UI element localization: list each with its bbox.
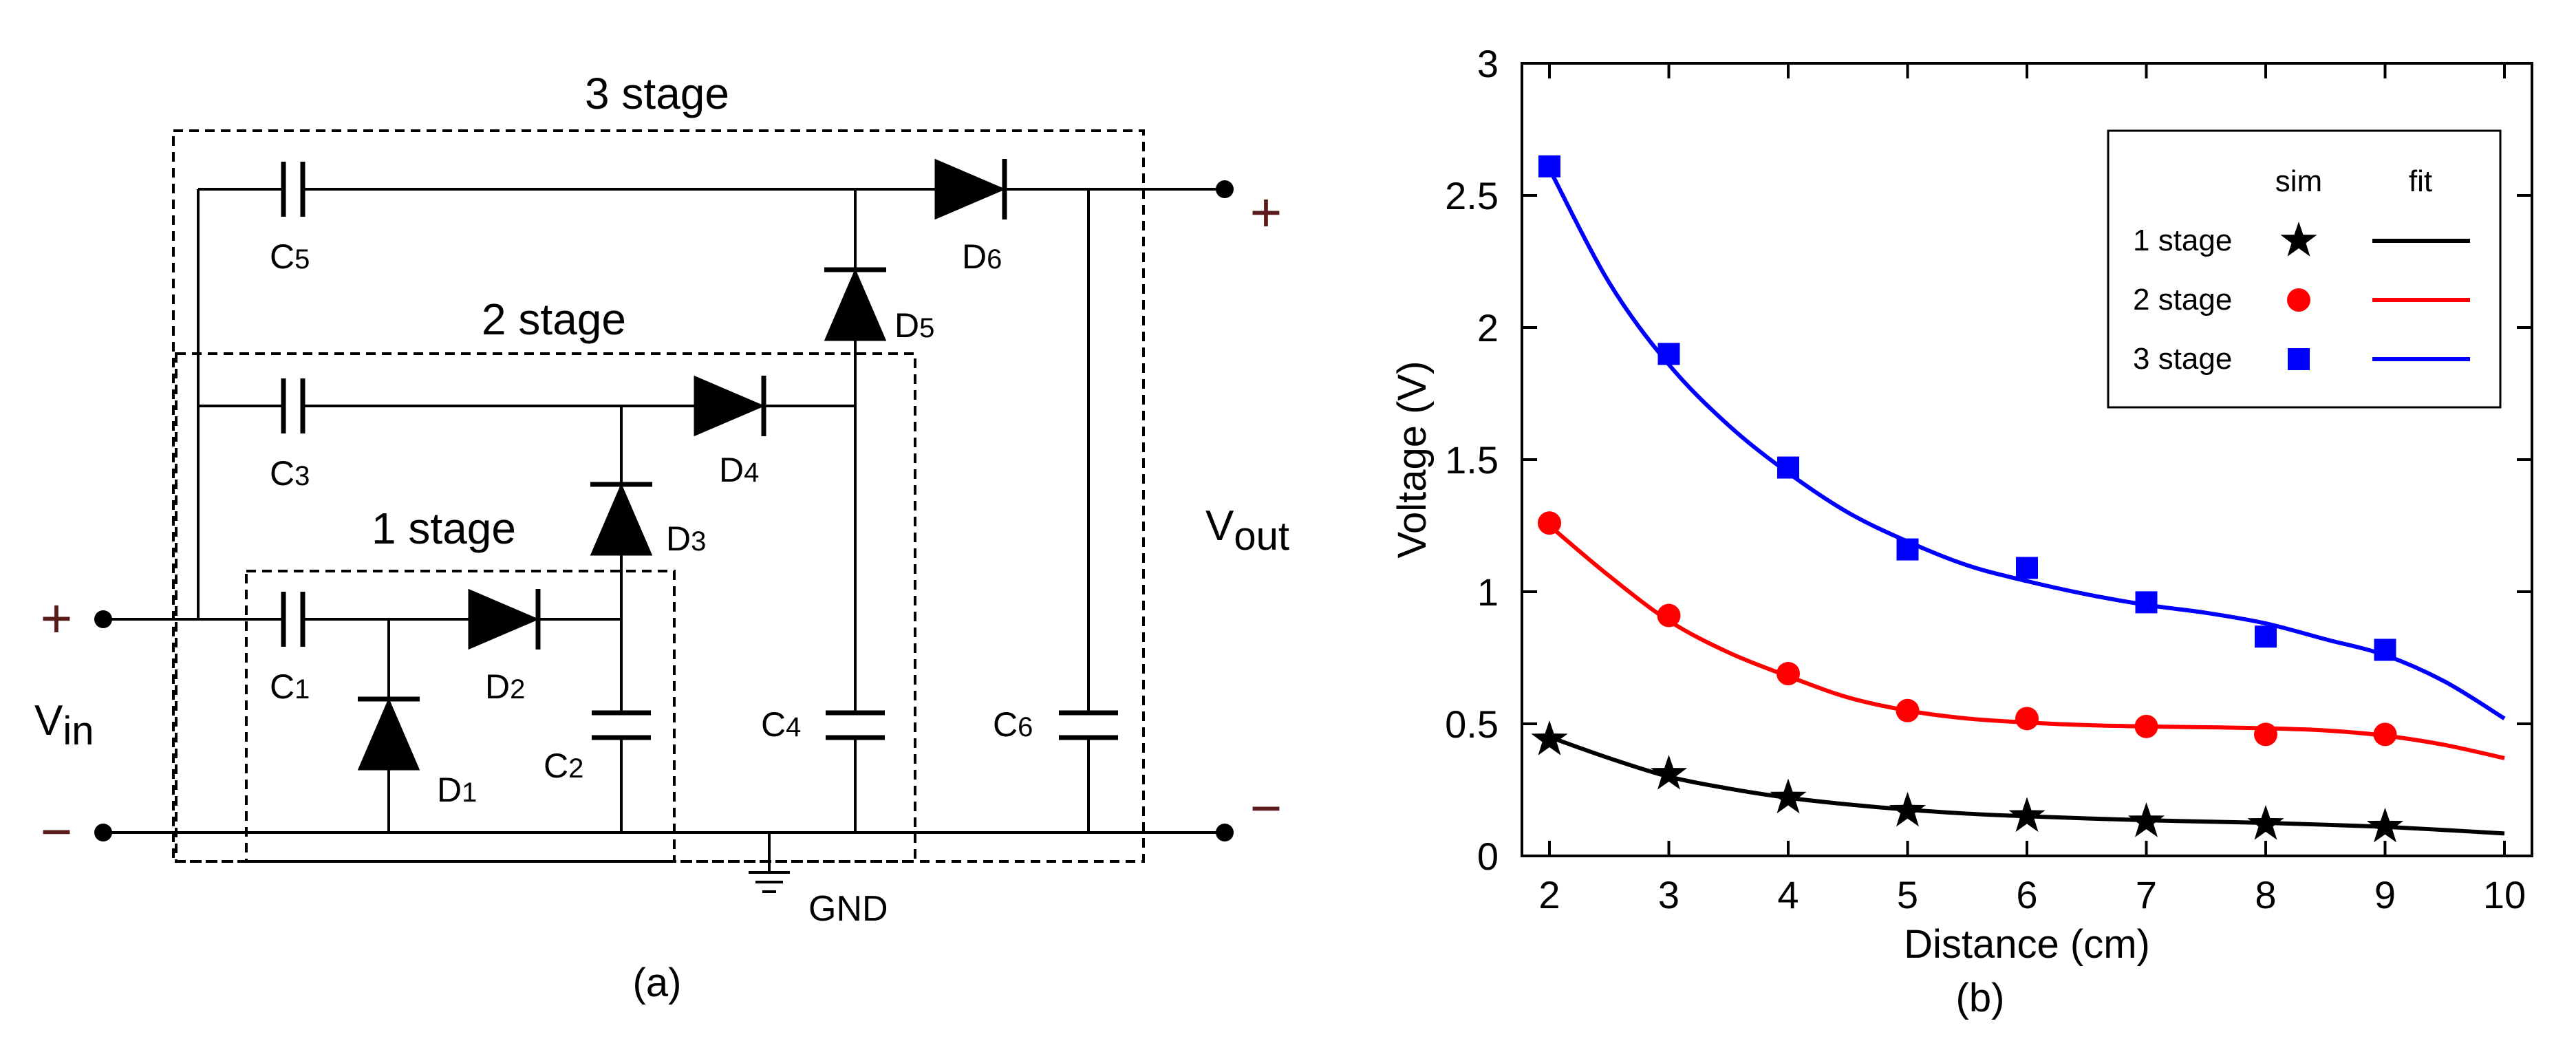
y-tick-labels: 0 0.5 1 1.5 2 2.5 3 [1445, 42, 1499, 878]
chart-caption: (b) [1956, 976, 2005, 1020]
stage-2-label: 2 stage [482, 294, 626, 344]
sim-point-2-stage [2254, 722, 2277, 747]
sim-point-3-stage [2255, 625, 2277, 648]
x-tick-label: 8 [2255, 873, 2276, 916]
vout-minus-sign: − [1250, 777, 1282, 839]
d3-label: D3 [666, 519, 706, 558]
sim-markers [1531, 155, 2404, 843]
chart: 2 3 4 5 6 7 8 9 10 0 0.5 1 1.5 2 2.5 3 Distance (cm) V… [1390, 42, 2533, 1020]
sim-point-1-stage [1650, 755, 1688, 790]
sim-point-2-stage [2373, 722, 2397, 747]
legend-marker-3-stage [2288, 348, 2310, 370]
sim-point-3-stage [1896, 538, 1919, 561]
sim-point-3-stage [2016, 557, 2038, 579]
sim-point-3-stage [2374, 638, 2396, 661]
x-tick-label: 7 [2136, 873, 2157, 916]
sim-point-2-stage [1538, 511, 1561, 535]
d1-label: D1 [437, 771, 477, 809]
stage-2-box [175, 352, 916, 863]
sim-point-3-stage [1538, 155, 1560, 178]
sim-point-1-stage [1770, 778, 1807, 814]
legend-marker-2-stage [2287, 288, 2310, 312]
vin-minus-node [94, 824, 112, 841]
y-tick-label: 3 [1477, 42, 1499, 85]
axis-ticks [1522, 62, 2532, 857]
sim-point-3-stage [1657, 343, 1680, 365]
d2-label: D2 [485, 667, 525, 706]
legend: sim fit 1 stage 2 stage 3 stage [2107, 129, 2502, 409]
legend-label-2-stage: 2 stage [2133, 283, 2232, 316]
sim-point-1-stage [1531, 720, 1568, 755]
y-tick-label: 1.5 [1445, 438, 1499, 482]
legend-fit-header: fit [2409, 164, 2432, 198]
d2-diode [468, 588, 539, 650]
x-axis-label: Distance (cm) [1904, 922, 2150, 967]
d6-diode [934, 158, 1006, 220]
sim-point-2-stage [1896, 698, 1920, 722]
c5-label: C5 [270, 237, 310, 276]
x-tick-label: 10 [2483, 873, 2526, 916]
d5-label: D5 [894, 306, 934, 345]
d1-diode [357, 698, 420, 771]
gnd-label: GND [808, 889, 888, 929]
sim-point-2-stage [2134, 714, 2158, 738]
y-tick-label: 0.5 [1445, 702, 1499, 746]
c3-label: C3 [270, 454, 310, 493]
c1-label: C1 [270, 667, 310, 706]
y-tick-label: 1 [1477, 570, 1499, 614]
d5-diode [824, 268, 887, 341]
stage-1-box [245, 570, 676, 863]
d4-diode [694, 375, 765, 437]
sim-point-1-stage [2008, 797, 2046, 833]
x-tick-label: 6 [2016, 873, 2037, 916]
legend-sim-header: sim [2275, 164, 2322, 198]
circuit-diagram: 3 stage 2 stage 1 stage + − + − Vin Vout… [34, 69, 1289, 1005]
x-tick-label: 5 [1897, 873, 1918, 916]
x-tick-label: 3 [1658, 873, 1679, 916]
sim-point-2-stage [2015, 707, 2039, 731]
stage-3-label: 3 stage [585, 69, 729, 118]
circuit-caption: (a) [633, 960, 682, 1005]
legend-label-3-stage: 3 stage [2133, 342, 2232, 376]
vout-label: Vout [1205, 502, 1289, 559]
sim-point-2-stage [1777, 662, 1800, 686]
vin-label: Vin [34, 697, 94, 753]
fit-line-3-stage [1547, 168, 2506, 720]
sim-point-3-stage [1777, 456, 1799, 479]
x-tick-label: 4 [1777, 873, 1799, 916]
stage-3-box [172, 129, 1145, 863]
c6-label: C6 [993, 705, 1033, 744]
sim-point-1-stage [1889, 791, 1926, 827]
legend-marker-1-stage [2280, 222, 2317, 257]
d3-diode [590, 483, 653, 556]
d4-label: D4 [719, 451, 759, 489]
x-tick-labels: 2 3 4 5 6 7 8 9 10 [1538, 873, 2526, 916]
sim-point-1-stage [2127, 802, 2165, 837]
vout-minus-node [1216, 824, 1234, 841]
legend-label-1-stage: 1 stage [2133, 224, 2232, 257]
legend-marks [2280, 222, 2470, 370]
y-tick-label: 2 [1477, 306, 1499, 350]
sim-point-3-stage [2135, 591, 2158, 614]
sim-point-1-stage [2247, 804, 2284, 840]
vin-plus-sign: + [41, 588, 73, 649]
sim-point-2-stage [1657, 603, 1681, 627]
vout-plus-sign: + [1250, 182, 1282, 243]
d6-label: D6 [962, 237, 1002, 276]
y-tick-label: 0 [1477, 835, 1499, 878]
x-tick-label: 2 [1538, 873, 1560, 916]
stage-1-label: 1 stage [372, 504, 516, 553]
y-axis-label: Voltage (V) [1390, 361, 1435, 559]
c4-label: C4 [761, 705, 801, 744]
vin-plus-node [94, 610, 112, 628]
sim-point-1-stage [2366, 807, 2404, 843]
vout-plus-node [1216, 180, 1234, 198]
c2-label: C2 [544, 747, 583, 785]
y-tick-label: 2.5 [1445, 174, 1499, 217]
vin-minus-sign: − [41, 801, 73, 862]
x-tick-label: 9 [2374, 873, 2396, 916]
